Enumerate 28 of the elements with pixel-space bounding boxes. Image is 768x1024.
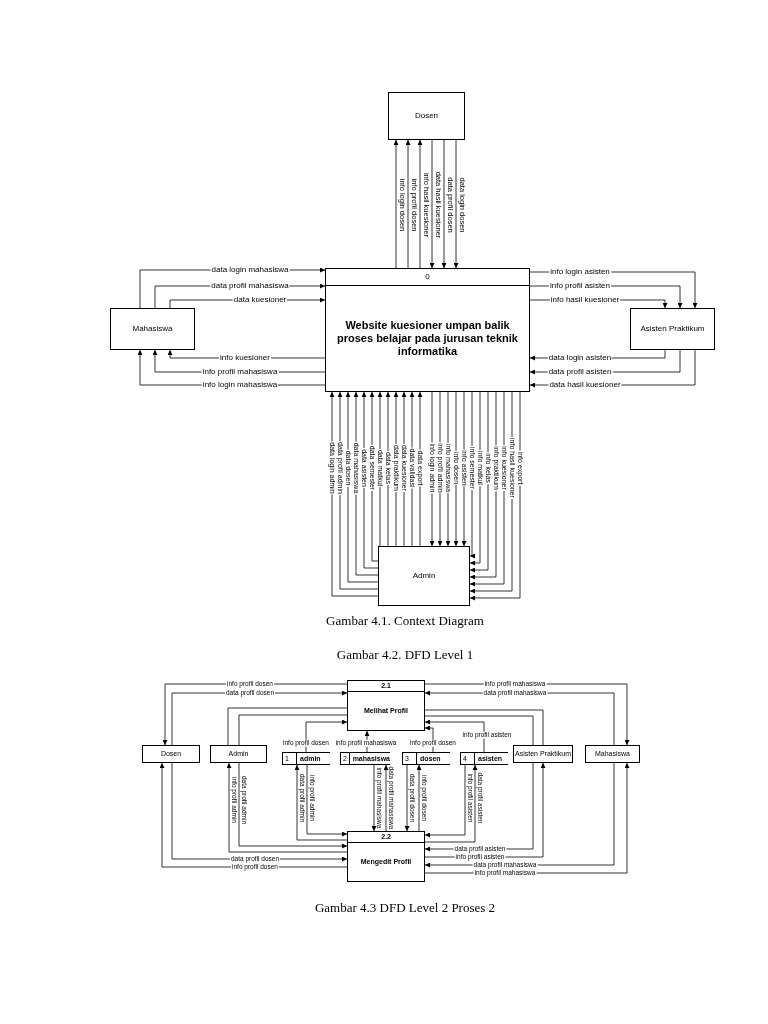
entity-box: Admin bbox=[378, 546, 470, 606]
entity-box: Asisten Praktikum bbox=[630, 308, 715, 350]
edge-label: info profil mahasiswa bbox=[201, 368, 279, 376]
data-store bbox=[402, 752, 450, 765]
data-store bbox=[340, 752, 390, 765]
entity-box: Mahasiswa bbox=[110, 308, 195, 350]
edge-label: data kuesioner bbox=[232, 296, 288, 304]
edge-label: data hasil kuesioner bbox=[548, 381, 622, 389]
edge-label: info login mahasiswa bbox=[201, 381, 279, 389]
edge-label: data login mahasiswa bbox=[210, 266, 290, 274]
edge-label: info hasil kuesioner bbox=[549, 296, 621, 304]
figure-caption: Gambar 4.2. DFD Level 1 bbox=[336, 646, 474, 665]
figure-caption: Gambar 4.3 DFD Level 2 Proses 2 bbox=[314, 899, 496, 918]
edge-label: info kuesioner bbox=[219, 354, 271, 362]
edge-label: info login asisten bbox=[549, 268, 611, 276]
process-box bbox=[347, 831, 425, 882]
process-box bbox=[325, 268, 530, 392]
edge-label: data login asisten bbox=[547, 354, 613, 362]
process-number: 0 bbox=[326, 269, 529, 286]
edge-label: data profil asisten bbox=[547, 368, 613, 376]
process-name: Website kuesioner umpan balik proses belajar pada jurusan teknik informatika bbox=[336, 319, 519, 358]
data-store bbox=[460, 752, 508, 765]
edge-label: data profil mahasiswa bbox=[210, 282, 290, 290]
data-store bbox=[282, 752, 330, 765]
edge-label: info profil asisten bbox=[549, 282, 611, 290]
process-box bbox=[347, 680, 425, 731]
entity-box: Dosen bbox=[388, 92, 465, 140]
figure-caption: Gambar 4.1. Context Diagram bbox=[326, 612, 484, 631]
